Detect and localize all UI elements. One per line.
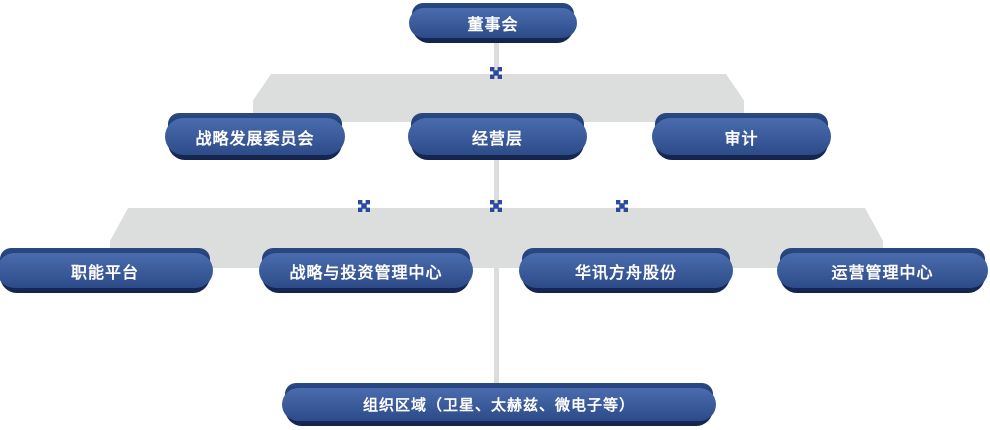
node-operations-management-center: 运营管理中心 [777, 248, 988, 293]
node-strategy-investment-management-center: 战略与投资管理中心 [259, 248, 473, 293]
node-strategy-development-committee: 战略发展委员会 [165, 113, 345, 160]
plus-connector-icon[interactable] [490, 67, 502, 79]
node-huaxun-fangzhou-shares: 华讯方舟股份 [519, 248, 733, 293]
node-management-level: 经营层 [408, 113, 587, 160]
node-audit: 审计 [652, 113, 831, 160]
plus-connector-icon[interactable] [490, 200, 502, 212]
node-board-of-directors: 董事会 [409, 3, 577, 43]
plus-connector-icon[interactable] [616, 200, 628, 212]
node-functional-platform: 职能平台 [0, 248, 213, 293]
plus-connector-icon[interactable] [358, 200, 370, 212]
connector-line-management-to-bottom [494, 160, 499, 385]
connector-band-level3 [110, 208, 883, 268]
connector-line-root-to-band1 [494, 40, 499, 74]
node-organization-regions: 组织区域（卫星、太赫兹、微电子等） [282, 383, 716, 426]
